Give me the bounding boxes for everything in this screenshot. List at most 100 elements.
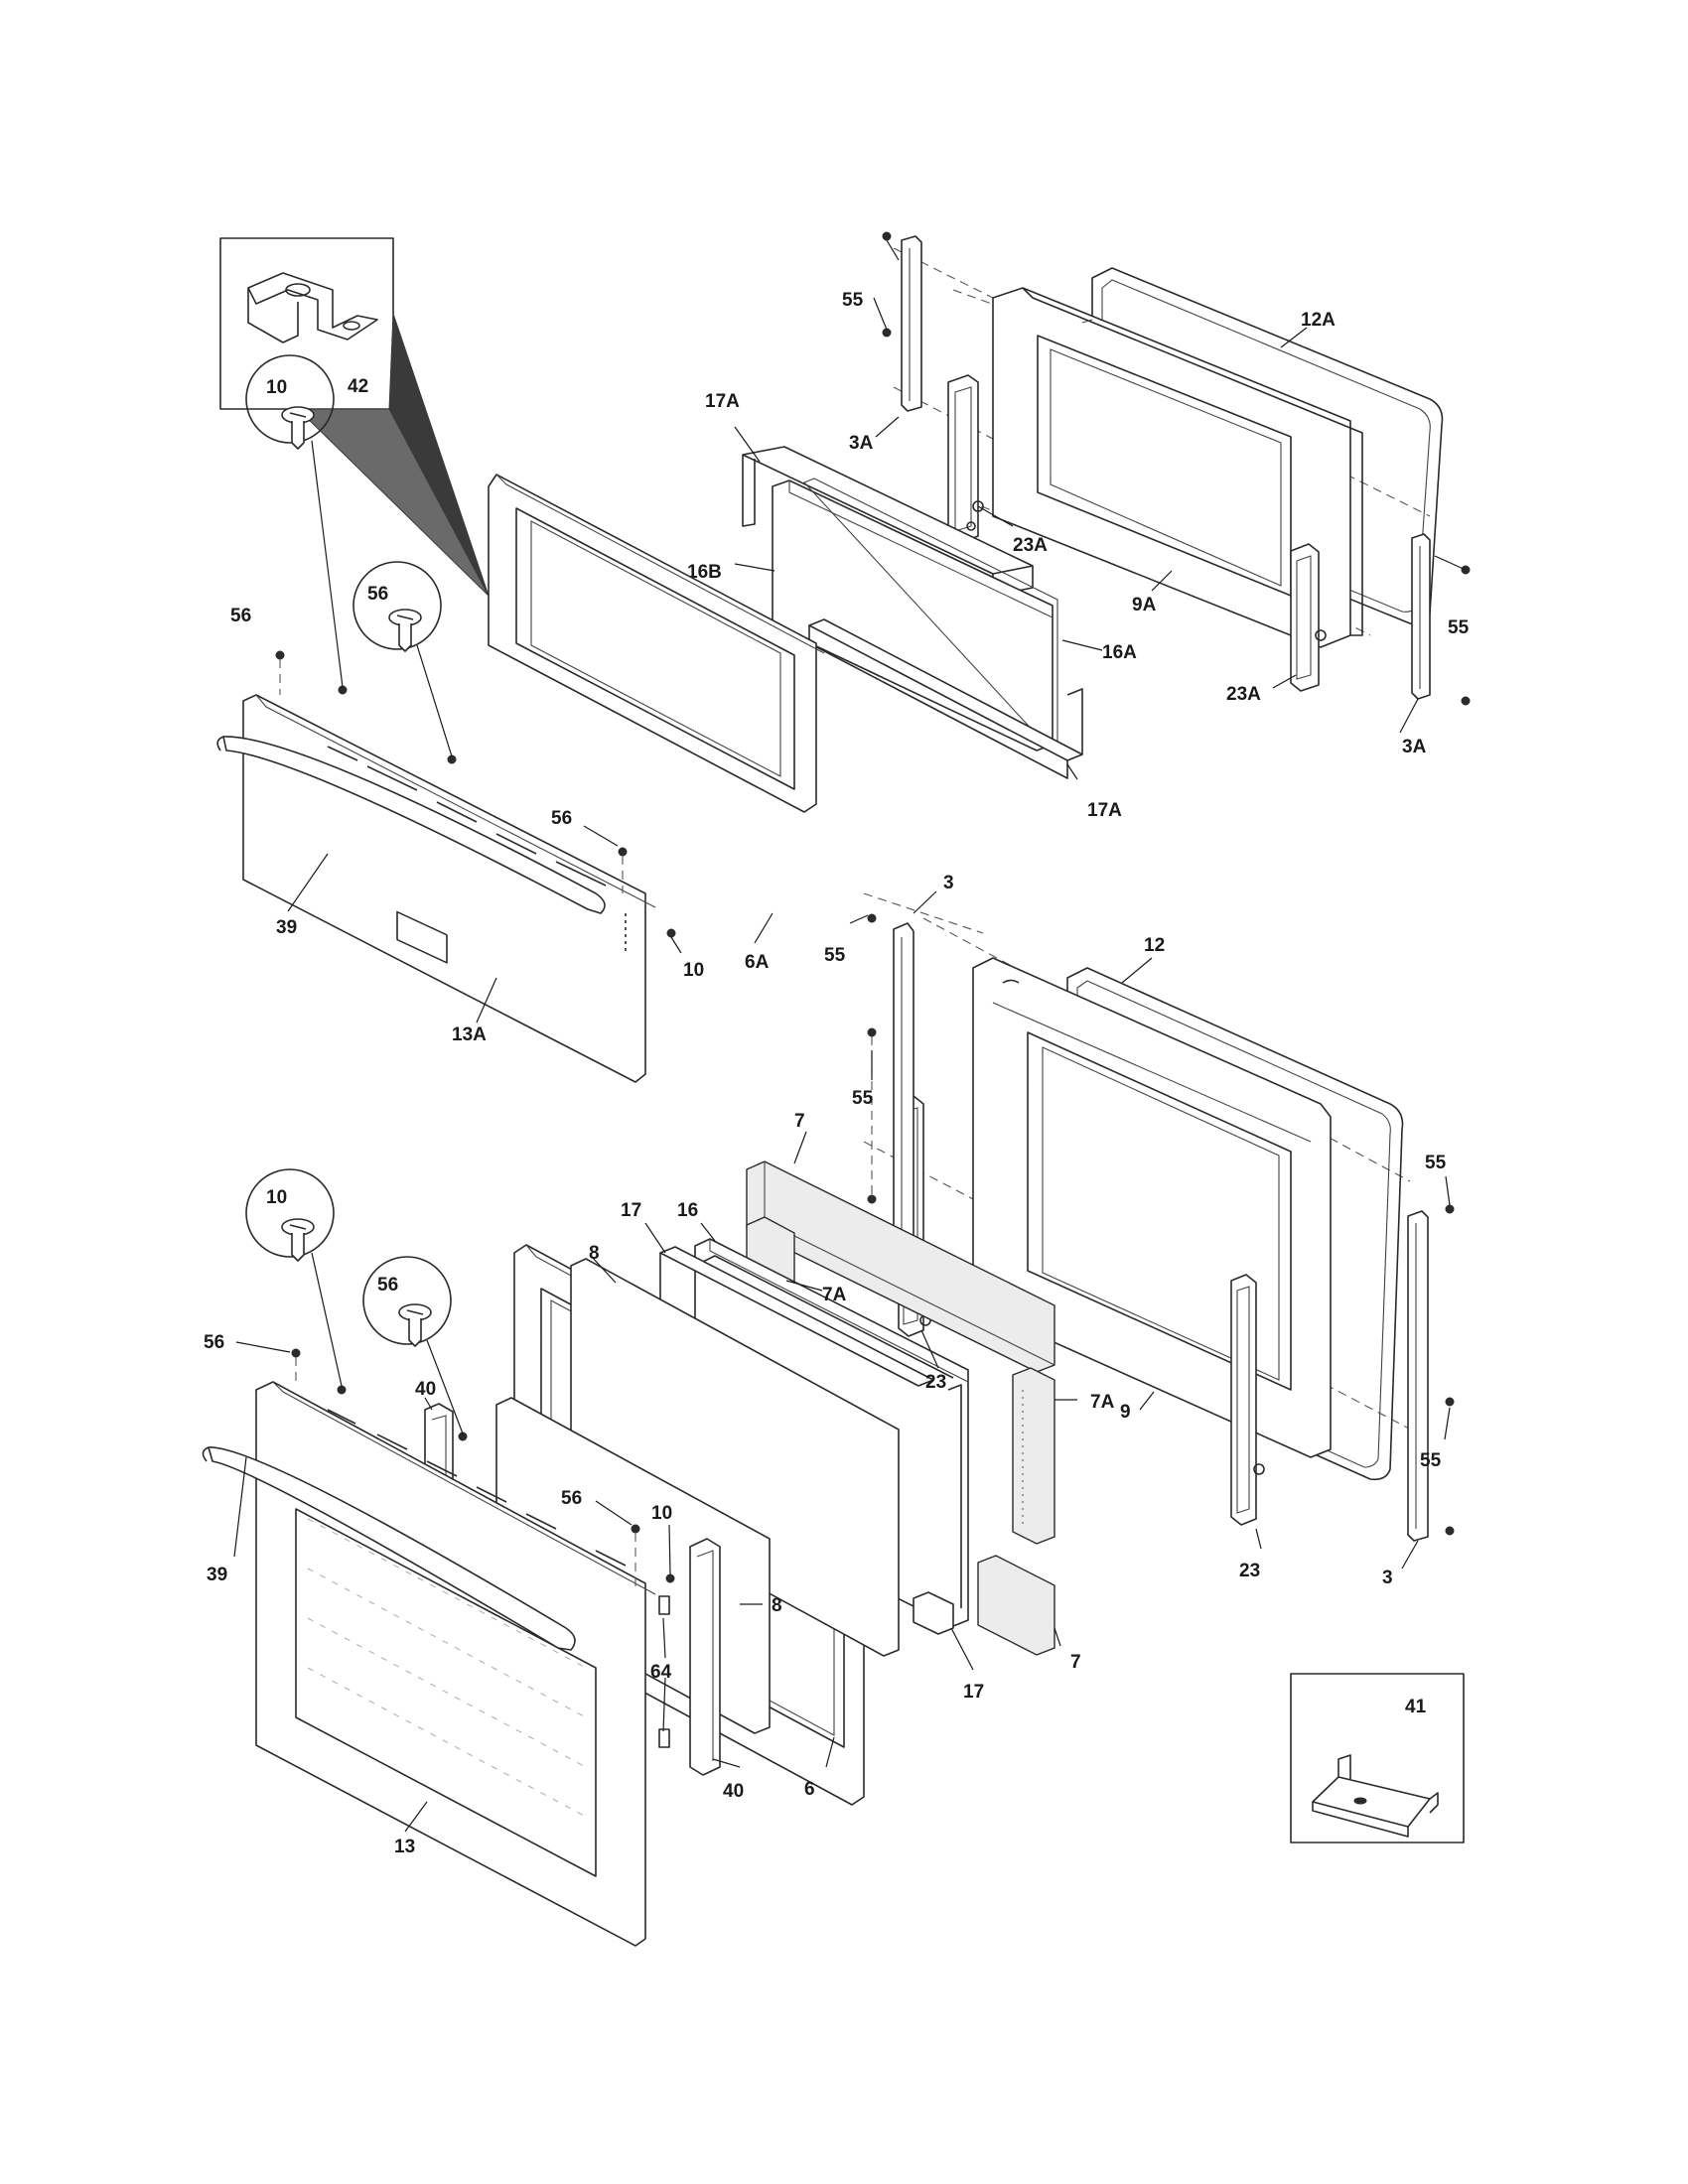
label-12A: 12A — [1301, 310, 1336, 331]
label-10-mid-bottom: 10 — [651, 1503, 672, 1524]
inset-part-41: 41 — [1290, 1673, 1465, 1843]
upper-drawer-assembly: 55 12A 17A 3A 23A 16B 9A 16A 55 23A 3A 1… — [687, 231, 1471, 821]
channel-3-right — [1407, 1210, 1429, 1542]
pan-screw-icon-bottom — [398, 1303, 432, 1347]
screw-55-top-lower — [882, 328, 892, 338]
label-17-top: 17 — [621, 1200, 641, 1221]
hinge-23A-right — [1290, 543, 1327, 692]
label-56-circle-top: 56 — [367, 584, 388, 605]
label-55-d: 55 — [852, 1088, 874, 1109]
label-55-a: 55 — [842, 290, 864, 311]
truss-screw-icon — [281, 406, 315, 450]
label-23A-left: 23A — [1013, 535, 1048, 556]
screw-10-bottom-side — [665, 1573, 675, 1583]
callout-screw-10-top — [245, 354, 344, 688]
screw-55-lower-e — [1445, 1397, 1455, 1407]
channel-17-bottom — [913, 1384, 962, 1635]
label-55-b: 55 — [1448, 617, 1470, 638]
label-23-bottom: 23 — [1239, 1561, 1260, 1581]
label-39-top: 39 — [276, 917, 297, 938]
lower-door-inner-assembly: 3 55 12 55 55 7 17 16 7A 8 23 9 55 7A 23… — [589, 873, 1455, 1703]
lower-door-front-assembly: 10 56 56 40 39 56 10 8 64 40 6 13 — [202, 1168, 900, 1947]
bracket-42-icon — [247, 272, 378, 343]
label-56-left-bottom: 56 — [204, 1332, 224, 1353]
label-16: 16 — [677, 1200, 698, 1221]
clip-64-bottom — [658, 1728, 670, 1748]
label-17A-bottom: 17A — [1087, 800, 1122, 821]
screw-56-bottom-mid — [458, 1432, 468, 1441]
label-17-bottom: 17 — [963, 1682, 984, 1703]
label-12: 12 — [1144, 935, 1165, 956]
label-40-top: 40 — [415, 1379, 436, 1400]
screw-55-lower-a — [867, 913, 877, 923]
label-10-circle-bottom: 10 — [266, 1187, 287, 1208]
label-17A-top: 17A — [705, 391, 740, 412]
insulation-7A-right — [1012, 1367, 1055, 1545]
handle-39-bottom — [202, 1446, 576, 1651]
channel-3A-right — [1411, 533, 1431, 700]
screw-10-side-top — [666, 928, 676, 938]
label-55-f: 55 — [1420, 1450, 1442, 1471]
label-23-top: 23 — [925, 1372, 946, 1393]
channel-3-left — [893, 922, 914, 1252]
screw-10-bottom — [337, 1385, 347, 1395]
handle-39-top — [216, 736, 606, 914]
insulation-7-bottom — [977, 1555, 1055, 1656]
label-42: 42 — [348, 376, 368, 397]
screw-56-bottom-left — [291, 1348, 301, 1382]
glass-16A — [803, 478, 1058, 748]
screw-55-lower-d — [1445, 1204, 1455, 1214]
callout-screw-56-bottom — [362, 1256, 464, 1434]
screw-55-top-upper — [882, 231, 900, 261]
channel-3A-left — [901, 235, 922, 412]
label-3-bottom: 3 — [1382, 1568, 1393, 1588]
label-3A-right: 3A — [1402, 737, 1427, 757]
label-13: 13 — [394, 1837, 415, 1857]
label-55-c: 55 — [824, 945, 846, 966]
label-6: 6 — [804, 1779, 815, 1800]
label-7A-top: 7A — [822, 1285, 847, 1305]
label-16B: 16B — [687, 562, 722, 583]
label-10-circle-top: 10 — [266, 377, 287, 398]
pan-screw-icon — [388, 609, 422, 652]
label-16A: 16A — [1102, 642, 1137, 663]
inner-panel-6A — [488, 474, 825, 813]
label-6A: 6A — [745, 952, 770, 973]
screw-55-lower-b — [867, 1027, 877, 1196]
screw-56-top-mid — [447, 754, 457, 764]
screw-55-lower-f — [1445, 1526, 1455, 1536]
screw-10-top — [338, 685, 348, 695]
label-10-side-top: 10 — [683, 960, 704, 981]
label-9: 9 — [1120, 1402, 1131, 1423]
label-13A: 13A — [452, 1024, 487, 1045]
label-40-bottom: 40 — [723, 1781, 744, 1802]
label-7-bottom: 7 — [1070, 1652, 1081, 1673]
hinge-23A-left — [947, 374, 984, 545]
clip-64-top — [658, 1595, 670, 1615]
screw-55-right-lower — [1461, 696, 1471, 706]
screw-56-top-left — [275, 650, 285, 695]
label-64: 64 — [650, 1662, 672, 1683]
screw-55-lower-c — [867, 1194, 877, 1204]
screw-56-top-right — [618, 847, 628, 893]
hinge-23-right — [1230, 1274, 1265, 1526]
label-41: 41 — [1405, 1697, 1427, 1717]
bracket-41-icon — [1312, 1754, 1439, 1838]
label-8-bottom: 8 — [772, 1595, 782, 1616]
label-55-e: 55 — [1425, 1153, 1447, 1173]
callout-screw-56-top — [352, 561, 453, 757]
label-9A: 9A — [1132, 595, 1157, 615]
label-8-top: 8 — [589, 1243, 600, 1264]
label-3A-left: 3A — [849, 433, 874, 454]
label-23A-right: 23A — [1226, 684, 1261, 705]
label-56-mid-bottom: 56 — [561, 1488, 582, 1509]
label-56-mid-top: 56 — [551, 808, 572, 829]
bracket-40-bottom — [689, 1538, 721, 1776]
channel-17A-bottom — [808, 618, 1083, 779]
label-56-circle-bottom: 56 — [377, 1275, 398, 1296]
label-39-bottom: 39 — [207, 1565, 227, 1585]
inset-part-42: 42 — [219, 237, 490, 597]
drawer-front-13A — [242, 694, 656, 1083]
label-3-top: 3 — [943, 873, 954, 893]
